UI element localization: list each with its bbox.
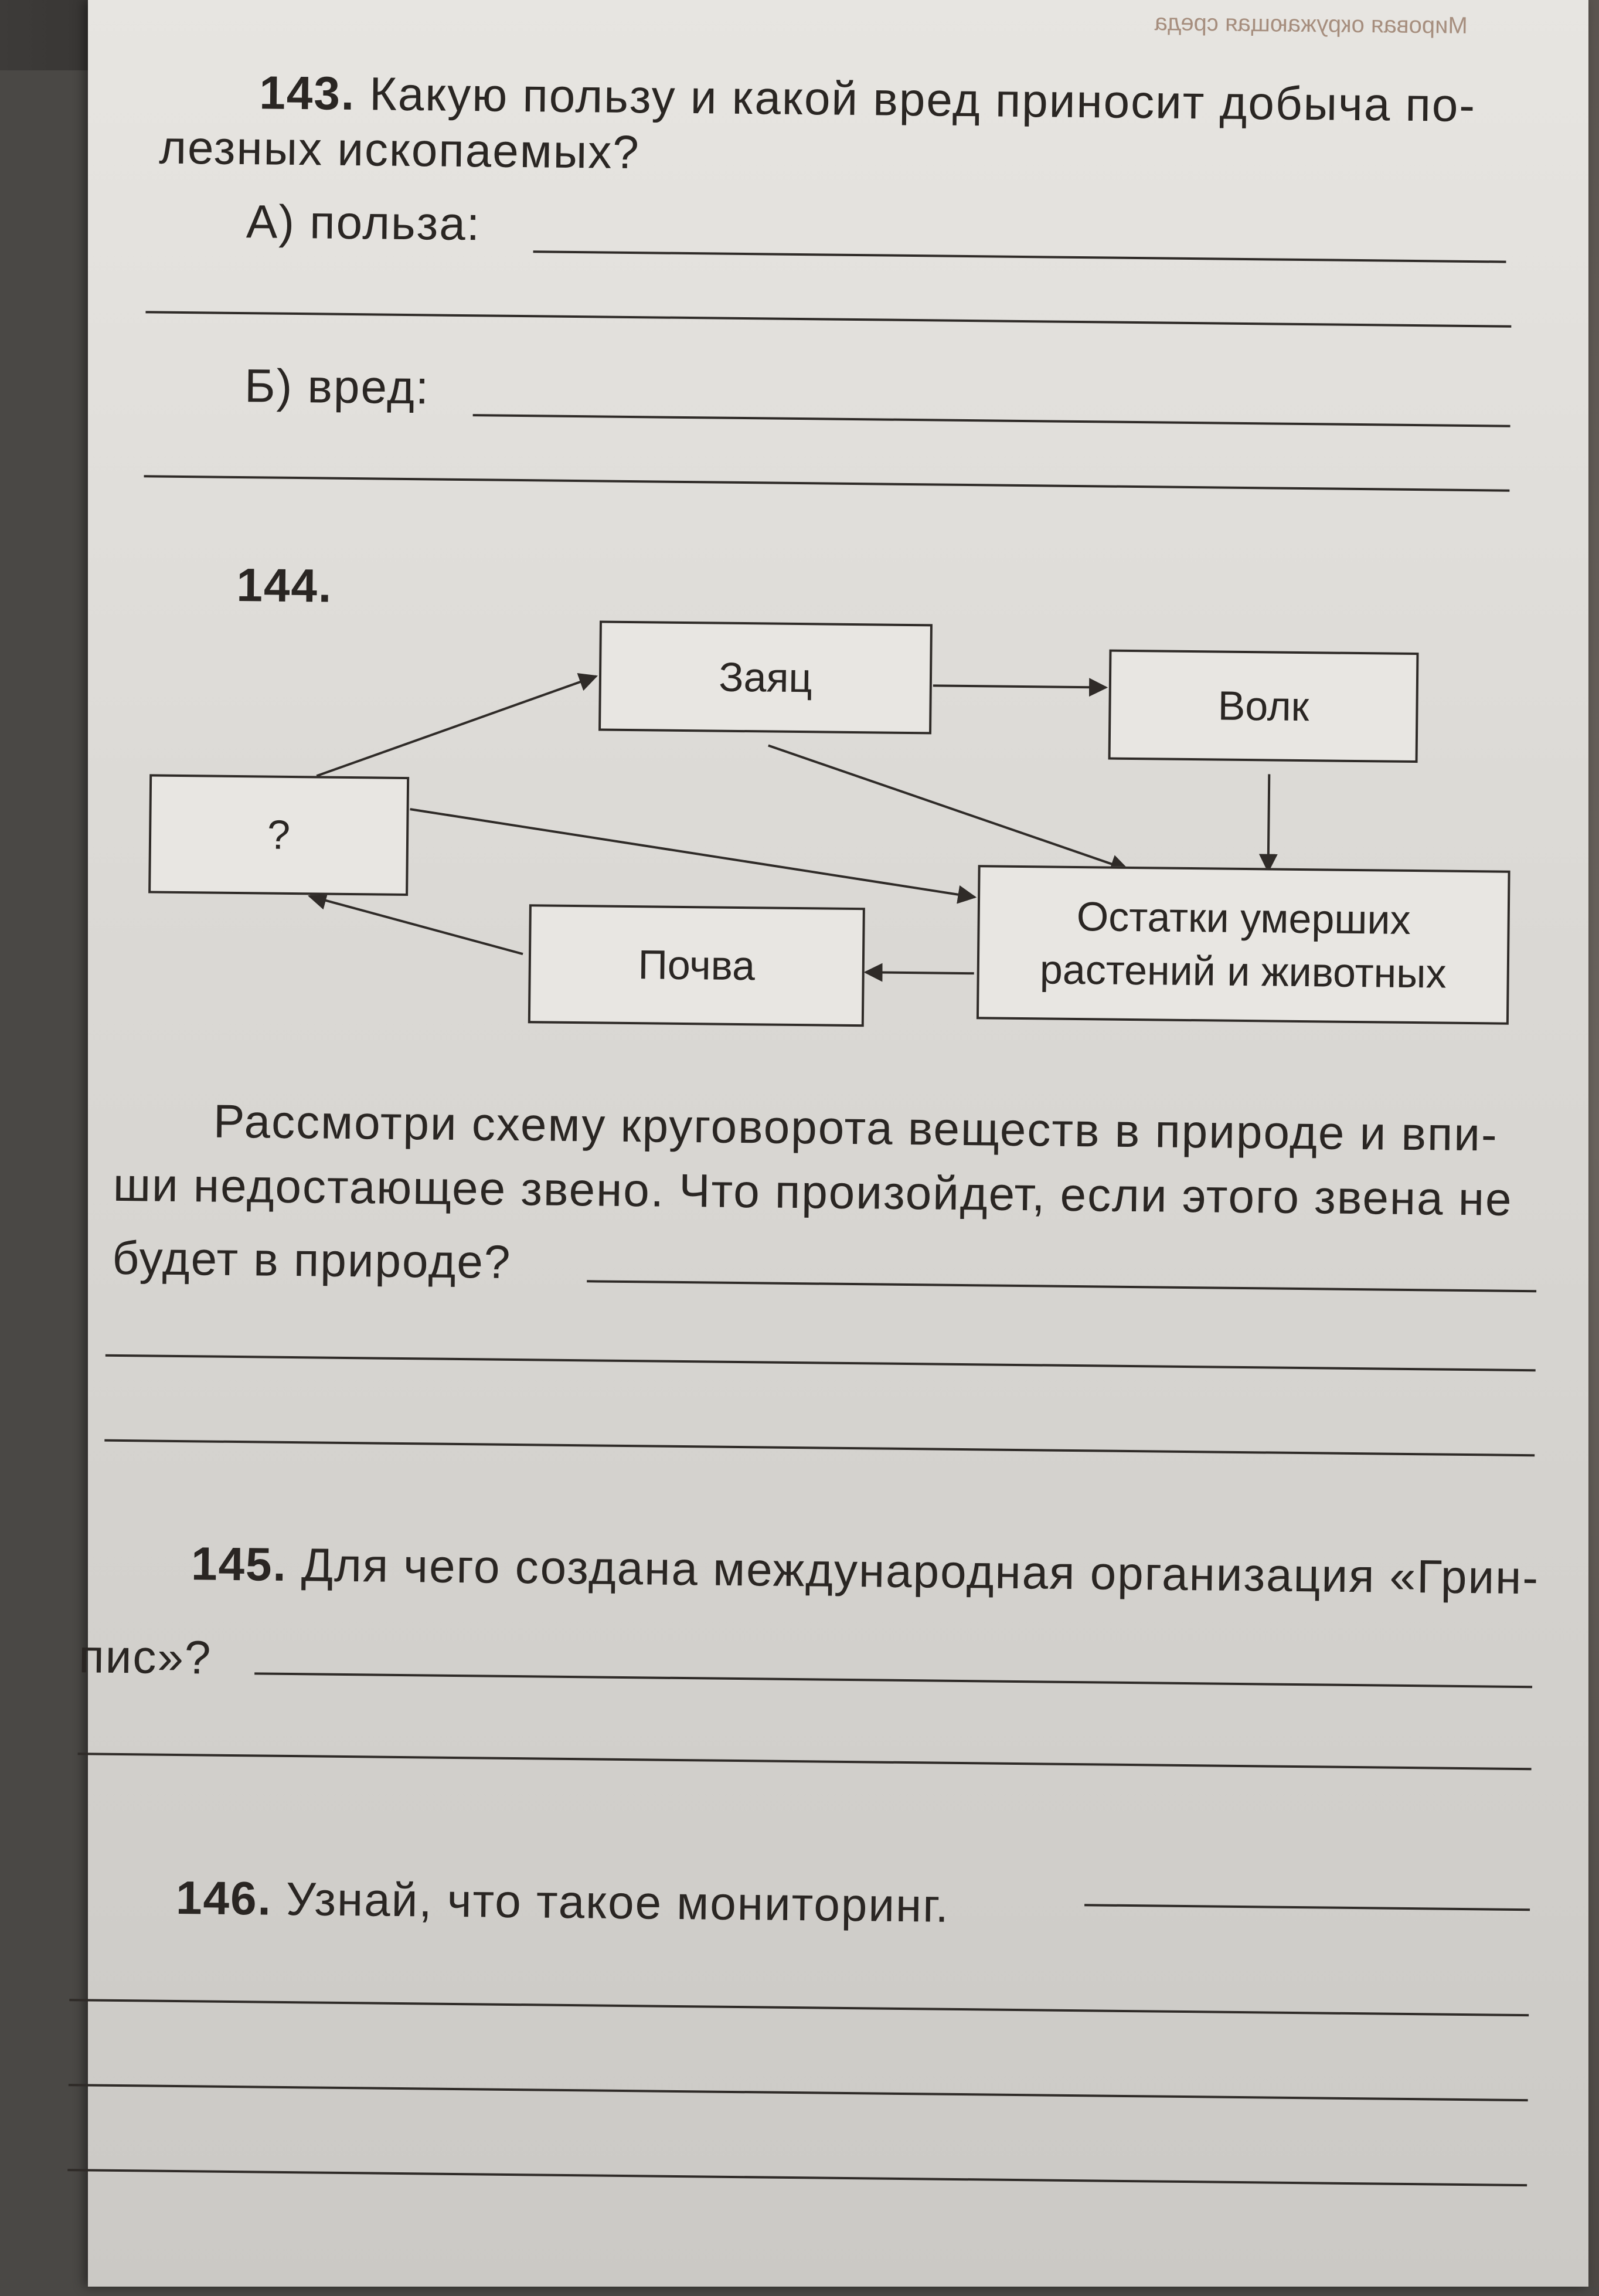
q145-question-line1: Для чего создана международная организац… [301, 1538, 1540, 1604]
q146-answer-line-1[interactable] [1084, 1904, 1530, 1911]
q144-answer-line-1[interactable] [587, 1280, 1537, 1293]
node-remains-line2: растений и животных [1039, 946, 1447, 997]
q143-a-answer-line-1[interactable] [533, 250, 1506, 263]
page-content: Мировая окружающая среда 143. Какую поль… [66, 0, 1591, 2296]
node-wolf: Волк [1108, 649, 1419, 763]
q146-question: Узнай, что такое мониторинг. [285, 1872, 950, 1932]
q146-number: 146. [175, 1872, 273, 1925]
q145-line1: 145. Для чего создана международная орга… [191, 1537, 1540, 1605]
q143-b-answer-line-1[interactable] [472, 414, 1510, 427]
q144-instruction-line3: будет в природе? [112, 1231, 512, 1288]
q143-number: 143. [258, 66, 356, 120]
q146-answer-line-4[interactable] [67, 2169, 1527, 2187]
node-remains-line1: Остатки умерших [1076, 893, 1411, 943]
arrow-unknown-to-remains [410, 808, 977, 904]
q143-question-line2: лезных ископаемых? [158, 121, 641, 179]
node-soil: Почва [528, 904, 865, 1027]
node-remains: Остатки умерших растений и животных [976, 865, 1510, 1025]
q143-a-label: А) польза: [246, 195, 481, 250]
q143-b-answer-line-2[interactable] [144, 475, 1510, 492]
bleed-through-text: Мировая окружающая среда [1154, 9, 1468, 39]
q144-instruction-line2: ши недостающее звено. Что произойдет, ес… [113, 1158, 1513, 1225]
q144-instruction-line1: Рассмотри схему круговорота веществ в пр… [213, 1095, 1499, 1161]
q146-line: 146. Узнай, что такое мониторинг. [176, 1871, 950, 1933]
q145-question-line2: пис»? [78, 1630, 212, 1684]
arrow-hare-to-remains [768, 744, 1129, 873]
node-hare: Заяц [598, 620, 933, 735]
q143-a-answer-line-2[interactable] [145, 311, 1512, 328]
q143-line1: 143. Какую пользу и какой вред приносит … [259, 66, 1476, 133]
arrow-hare-to-wolf [933, 678, 1108, 697]
arrow-remains-to-soil [863, 963, 974, 982]
q146-answer-line-3[interactable] [68, 2084, 1528, 2102]
q146-answer-line-2[interactable] [69, 1999, 1529, 2017]
workbook-page: Мировая окружающая среда 143. Какую поль… [67, 0, 1588, 2287]
node-unknown[interactable]: ? [148, 774, 410, 896]
arrow-soil-to-unknown [307, 891, 523, 956]
q145-answer-line-1[interactable] [254, 1672, 1533, 1689]
q144-number: 144. [236, 558, 333, 612]
q144-answer-line-2[interactable] [105, 1354, 1536, 1372]
q145-answer-line-2[interactable] [77, 1752, 1532, 1771]
arrow-unknown-to-hare [316, 673, 598, 777]
arrow-wolf-to-remains [1258, 774, 1278, 873]
q143-b-label: Б) вред: [244, 359, 430, 414]
q145-number: 145. [190, 1537, 288, 1591]
q143-question-line1: Какую пользу и какой вред приносит добыч… [369, 67, 1476, 132]
q144-answer-line-3[interactable] [104, 1439, 1535, 1457]
